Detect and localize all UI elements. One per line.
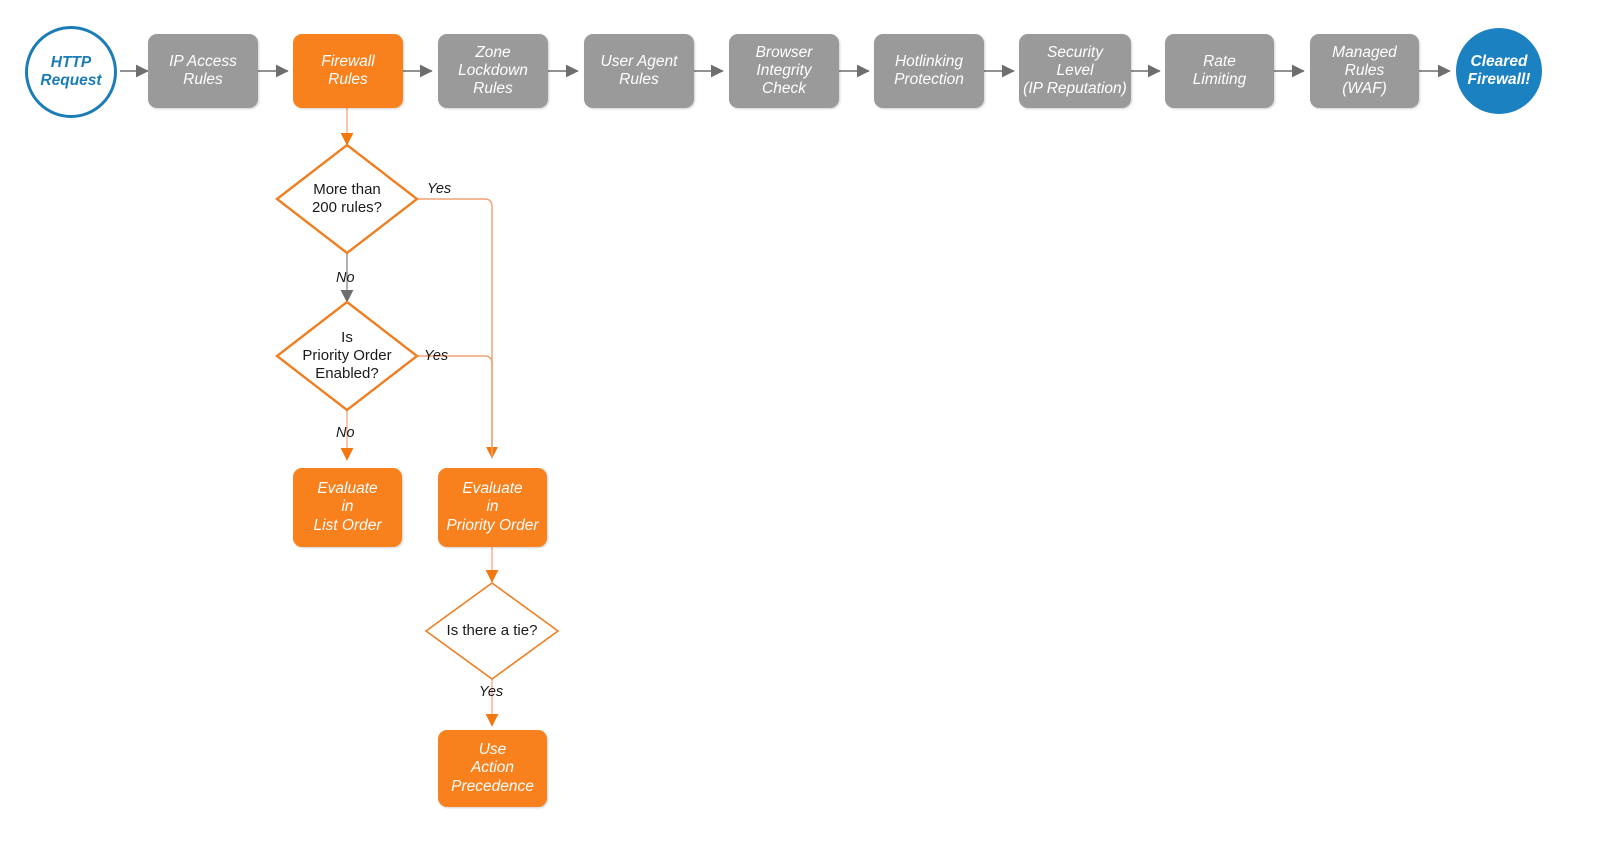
node-http-request[interactable]: HTTP Request: [25, 26, 117, 118]
node-zone-lockdown-rules[interactable]: Zone Lockdown Rules: [438, 34, 548, 108]
node-use-action-precedence-label: Use Action Precedence: [451, 741, 534, 795]
node-ip-access-rules-label: IP Access Rules: [169, 52, 237, 88]
node-user-agent-rules[interactable]: User Agent Rules: [584, 34, 694, 108]
node-browser-integrity-check[interactable]: Browser Integrity Check: [729, 34, 839, 108]
node-rate-limiting[interactable]: Rate Limiting: [1165, 34, 1274, 108]
node-hotlinking-protection[interactable]: Hotlinking Protection: [874, 34, 984, 108]
node-ip-access-rules[interactable]: IP Access Rules: [148, 34, 258, 108]
edge-label-yes-more-than-200: Yes: [427, 181, 452, 197]
node-security-level-label: Security Level (IP Reputation): [1023, 43, 1127, 98]
edge-label-yes-priority-order: Yes: [424, 348, 449, 364]
edge-label-no-priority-order: No: [336, 425, 355, 441]
decision-is-priority-order-shape[interactable]: [275, 300, 419, 412]
edge-label-yes-is-there-a-tie: Yes: [479, 684, 504, 700]
node-evaluate-in-list-order-label: Evaluate in List Order: [313, 480, 382, 534]
node-evaluate-in-list-order[interactable]: Evaluate in List Order: [293, 468, 402, 547]
node-evaluate-in-priority-order-label: Evaluate in Priority Order: [446, 480, 539, 534]
node-user-agent-rules-label: User Agent Rules: [600, 52, 678, 88]
decision-more-than-200-rules-shape[interactable]: [275, 143, 419, 255]
node-cleared-firewall[interactable]: Cleared Firewall!: [1456, 28, 1542, 114]
node-firewall-rules-label: Firewall Rules: [321, 52, 375, 88]
node-browser-integrity-check-label: Browser Integrity Check: [755, 43, 813, 98]
node-cleared-firewall-label: Cleared Firewall!: [1467, 52, 1531, 88]
node-managed-rules-waf-label: Managed Rules (WAF): [1332, 43, 1397, 98]
node-rate-limiting-label: Rate Limiting: [1192, 52, 1247, 88]
node-security-level[interactable]: Security Level (IP Reputation): [1019, 34, 1131, 108]
edge-decision2-yes: [417, 355, 493, 458]
node-evaluate-in-priority-order[interactable]: Evaluate in Priority Order: [438, 468, 547, 547]
node-zone-lockdown-rules-label: Zone Lockdown Rules: [458, 43, 528, 98]
node-hotlinking-protection-label: Hotlinking Protection: [894, 52, 964, 88]
decision-is-there-a-tie-shape[interactable]: [424, 582, 560, 680]
node-firewall-rules[interactable]: Firewall Rules: [293, 34, 403, 108]
edge-label-no-more-than-200: No: [336, 270, 355, 286]
node-use-action-precedence[interactable]: Use Action Precedence: [438, 730, 547, 807]
node-managed-rules-waf[interactable]: Managed Rules (WAF): [1310, 34, 1419, 108]
edge-decision1-yes: [417, 198, 498, 459]
node-http-request-label: HTTP Request: [40, 53, 102, 89]
